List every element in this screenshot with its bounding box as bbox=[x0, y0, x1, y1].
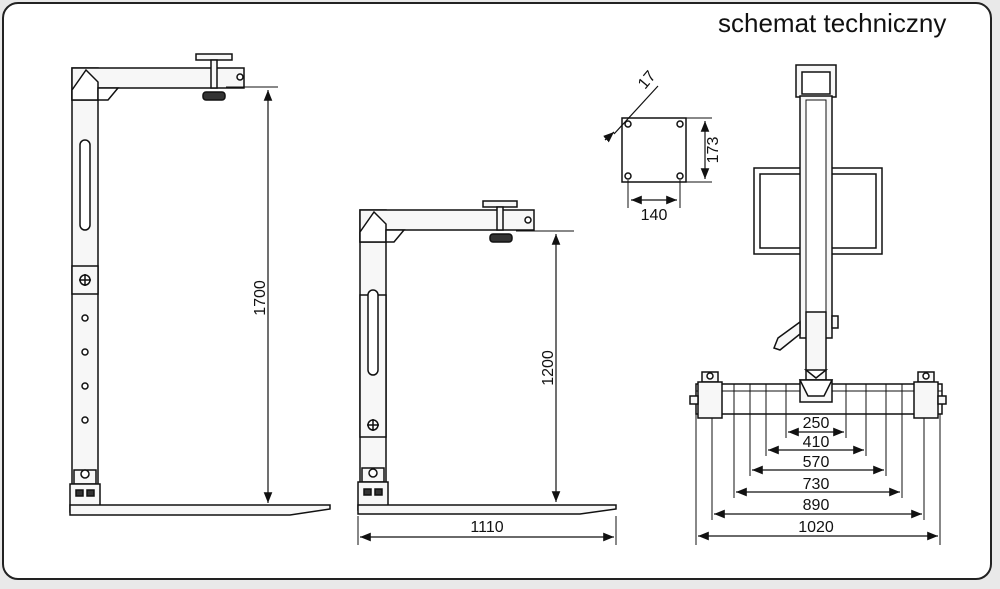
front-view bbox=[689, 64, 947, 419]
mounting-plate-detail bbox=[603, 85, 712, 208]
dim-label-1700: 1700 bbox=[252, 280, 269, 316]
dimension-1200: 1200 bbox=[516, 230, 574, 502]
front-spread-dimensions bbox=[695, 414, 941, 545]
front-handle bbox=[773, 320, 801, 351]
dim-label-140: 140 bbox=[641, 207, 668, 224]
tall-stand-fork bbox=[69, 504, 331, 516]
short-stand-slot bbox=[367, 289, 379, 376]
short-stand-fork bbox=[357, 504, 617, 515]
dimension-1700: 1700 bbox=[226, 86, 278, 503]
page-title: schemat techniczny bbox=[718, 8, 947, 38]
dim-label-410: 410 bbox=[803, 434, 830, 451]
tall-stand-slot bbox=[79, 139, 91, 231]
dim-label-250: 250 bbox=[803, 415, 830, 432]
short-stand-side-view bbox=[357, 200, 617, 515]
tall-stand-top-plate bbox=[195, 53, 233, 61]
dim-label-730: 730 bbox=[803, 476, 830, 493]
mounting-plate bbox=[621, 117, 687, 183]
short-stand-top-plate bbox=[482, 200, 518, 208]
dimension-1110: 1110 bbox=[357, 516, 617, 545]
dim-label-1200: 1200 bbox=[540, 350, 557, 386]
dim-label-570: 570 bbox=[803, 454, 830, 471]
dim-label-1020: 1020 bbox=[798, 519, 834, 536]
tall-stand-side-view bbox=[69, 53, 331, 516]
front-right-base bbox=[913, 381, 939, 419]
dim-label-1110: 1110 bbox=[470, 519, 503, 536]
dim-label-890: 890 bbox=[803, 497, 830, 514]
dim-label-173: 173 bbox=[705, 137, 722, 164]
front-left-base bbox=[697, 381, 723, 419]
